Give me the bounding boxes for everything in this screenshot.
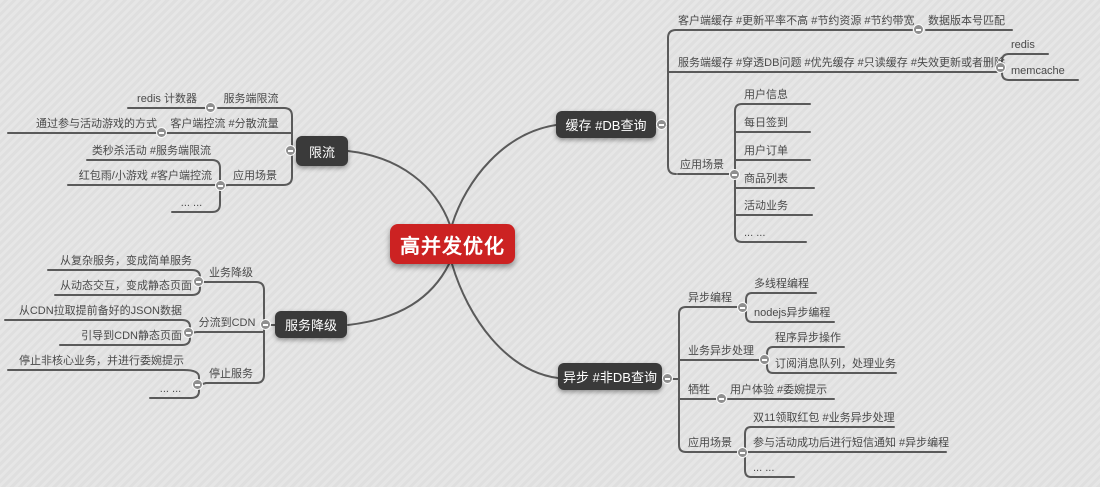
collapse-cdn-offload-icon[interactable] xyxy=(183,327,194,338)
collapse-biz-degrade-icon[interactable] xyxy=(193,276,204,287)
node-daily-checkin[interactable]: 每日签到 xyxy=(744,117,788,129)
node-cdn-offload[interactable]: 分流到CDN xyxy=(198,317,256,329)
node-sms[interactable]: 参与活动成功后进行短信通知 #异步编程 xyxy=(753,437,950,449)
node-red-packet[interactable]: 红包雨/小游戏 #客户端控流 xyxy=(78,170,212,182)
collapse-limit-scenarios-icon[interactable] xyxy=(215,180,226,191)
collapse-cache-icon[interactable] xyxy=(656,119,667,130)
node-cache-scenarios[interactable]: 应用场景 xyxy=(680,159,724,171)
connector xyxy=(347,150,451,226)
collapse-client-limit-icon[interactable] xyxy=(156,127,167,138)
collapse-server-cache-icon[interactable] xyxy=(995,62,1006,73)
connector xyxy=(451,124,557,226)
node-degrade-more[interactable]: ... ... xyxy=(159,383,182,395)
branch-limit[interactable]: 限流 xyxy=(296,136,348,166)
node-multithread[interactable]: 多线程编程 xyxy=(754,278,809,290)
node-biz-degrade[interactable]: 业务降级 xyxy=(209,267,253,279)
node-limit-more[interactable]: ... ... xyxy=(180,197,203,209)
collapse-biz-async-icon[interactable] xyxy=(759,354,770,365)
node-server-limit[interactable]: 服务端限流 xyxy=(223,93,279,105)
node-cache-more[interactable]: ... ... xyxy=(744,227,766,239)
branch-degrade[interactable]: 服务降级 xyxy=(275,311,347,338)
node-redis[interactable]: redis xyxy=(1011,39,1035,51)
branch-cache[interactable]: 缓存 #DB查询 xyxy=(556,111,656,138)
node-double11[interactable]: 双11领取红包 #业务异步处理 xyxy=(753,412,895,424)
node-limit-scenarios[interactable]: 应用场景 xyxy=(233,170,277,182)
collapse-sacrifice-icon[interactable] xyxy=(716,393,727,404)
node-complex-to-simple[interactable]: 从复杂服务，变成简单服务 xyxy=(60,255,192,267)
collapse-stop-service-icon[interactable] xyxy=(192,379,203,390)
collapse-client-cache-icon[interactable] xyxy=(913,24,924,35)
collapse-async-icon[interactable] xyxy=(662,373,673,384)
connector xyxy=(678,306,687,453)
node-sacrifice[interactable]: 牺牲 xyxy=(688,384,710,396)
node-user-orders[interactable]: 用户订单 xyxy=(744,145,788,157)
node-via-game[interactable]: 通过参与活动游戏的方式 xyxy=(36,118,157,130)
collapse-cache-scenarios-icon[interactable] xyxy=(729,169,740,180)
node-version-match[interactable]: 数据版本号匹配 xyxy=(928,15,1005,27)
root-topic[interactable]: 高并发优化 xyxy=(390,224,515,264)
node-cdn-json[interactable]: 从CDN拉取提前备好的JSON数据 xyxy=(18,305,182,317)
node-nodejs[interactable]: nodejs异步编程 xyxy=(754,307,831,319)
node-async-scenarios[interactable]: 应用场景 xyxy=(688,437,732,449)
node-user-info[interactable]: 用户信息 xyxy=(744,89,788,101)
node-activity-biz[interactable]: 活动业务 xyxy=(744,200,788,212)
node-product-list[interactable]: 商品列表 xyxy=(744,173,788,185)
node-async-more[interactable]: ... ... xyxy=(753,462,775,474)
collapse-server-limit-icon[interactable] xyxy=(205,102,216,113)
node-stop-service[interactable]: 停止服务 xyxy=(209,368,253,380)
node-async-programming[interactable]: 异步编程 xyxy=(688,292,732,304)
connector xyxy=(667,29,677,175)
node-mq[interactable]: 订阅消息队列，处理业务 xyxy=(775,358,896,370)
node-dynamic-to-static[interactable]: 从动态交互，变成静态页面 xyxy=(60,280,192,292)
node-program-async[interactable]: 程序异步操作 xyxy=(775,332,841,344)
node-client-limit[interactable]: 客户端控流 #分散流量 xyxy=(170,118,279,130)
node-client-cache[interactable]: 客户端缓存 #更新平率不高 #节约资源 #节约带宽 xyxy=(678,15,915,27)
node-seckill[interactable]: 类秒杀活动 #服务端限流 xyxy=(91,145,211,157)
node-cdn-static[interactable]: 引导到CDN静态页面 xyxy=(81,330,182,342)
collapse-async-scenarios-icon[interactable] xyxy=(737,447,748,458)
node-server-cache[interactable]: 服务端缓存 #穿透DB问题 #优先缓存 #只读缓存 #失效更新或者删除 xyxy=(678,57,1005,69)
branch-async[interactable]: 异步 #非DB查询 xyxy=(558,363,662,390)
collapse-limit-icon[interactable] xyxy=(285,145,296,156)
collapse-async-programming-icon[interactable] xyxy=(737,302,748,313)
node-memcache[interactable]: memcache xyxy=(1011,65,1065,77)
node-redis-counter[interactable]: redis 计数器 xyxy=(137,93,197,105)
node-ux[interactable]: 用户体验 #委婉提示 xyxy=(730,384,828,396)
connector xyxy=(451,263,559,379)
node-biz-async[interactable]: 业务异步处理 xyxy=(688,345,754,357)
node-stop-non-core[interactable]: 停止非核心业务，并进行委婉提示 xyxy=(19,355,184,367)
connector xyxy=(347,263,450,326)
collapse-degrade-icon[interactable] xyxy=(260,319,271,330)
